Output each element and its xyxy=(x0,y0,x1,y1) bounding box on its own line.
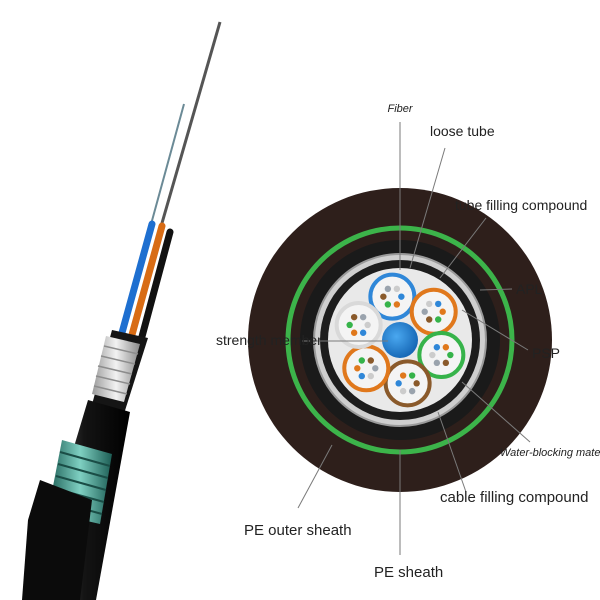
fiber-dot xyxy=(398,293,404,299)
fiber-dot xyxy=(359,373,365,379)
fiber-dot xyxy=(435,301,441,307)
label-pe-sheath: PE sheath xyxy=(374,564,443,581)
loose-tube xyxy=(412,290,456,334)
fiber-dot xyxy=(443,360,449,366)
fiber-dot xyxy=(394,301,400,307)
fiber-dot xyxy=(409,372,415,378)
fiber-dot xyxy=(434,344,440,350)
fiber-dot xyxy=(400,372,406,378)
loose-tube xyxy=(344,346,388,390)
fiber-dot xyxy=(351,314,357,320)
loose-tube xyxy=(386,361,430,405)
fiber-dot xyxy=(394,286,400,292)
fiber-dot xyxy=(385,286,391,292)
fiber-dot xyxy=(422,309,428,315)
sheath-end xyxy=(22,480,92,600)
label-psp: PSP xyxy=(532,345,560,361)
fiber-dot xyxy=(364,322,370,328)
fiber-dot xyxy=(368,357,374,363)
label-tube-filling-compound: tube filling compound xyxy=(455,197,587,213)
fiber-dot xyxy=(372,365,378,371)
fiber-dot xyxy=(426,301,432,307)
fiber-dot xyxy=(380,293,386,299)
label-pe-outer-sheath: PE outer sheath xyxy=(244,522,352,539)
fiber-dot xyxy=(447,352,453,358)
fiber-dot xyxy=(385,301,391,307)
fiber-dot xyxy=(426,316,432,322)
label-fiber: Fiber xyxy=(387,103,413,115)
fiber-dot xyxy=(360,330,366,336)
fiber-dot xyxy=(409,388,415,394)
fiber-strand xyxy=(160,22,220,230)
fiber-dot xyxy=(443,344,449,350)
fiber-dot xyxy=(429,352,435,358)
fiber-dot xyxy=(400,388,406,394)
strength-member-core xyxy=(382,322,418,358)
fiber-dot xyxy=(440,309,446,315)
label-loose-tube: loose tube xyxy=(430,123,495,139)
fiber-dot xyxy=(395,380,401,386)
label-cable-filling-compound: cable filling compound xyxy=(440,489,588,506)
fiber-dot xyxy=(354,365,360,371)
label-apl: APL xyxy=(516,281,543,297)
fiber-dot xyxy=(434,360,440,366)
cable-photo xyxy=(22,22,220,600)
fiber-dot xyxy=(360,314,366,320)
fiber-dot xyxy=(351,330,357,336)
label-water-blocking-material: Water-blocking material xyxy=(500,447,600,459)
fiber-dot xyxy=(413,380,419,386)
fiber-dot xyxy=(368,373,374,379)
fiber-dot xyxy=(435,316,441,322)
fiber-dot xyxy=(346,322,352,328)
loose-tube xyxy=(337,303,381,347)
fiber-dot xyxy=(359,357,365,363)
label-strength-member: strength member xyxy=(216,332,322,348)
